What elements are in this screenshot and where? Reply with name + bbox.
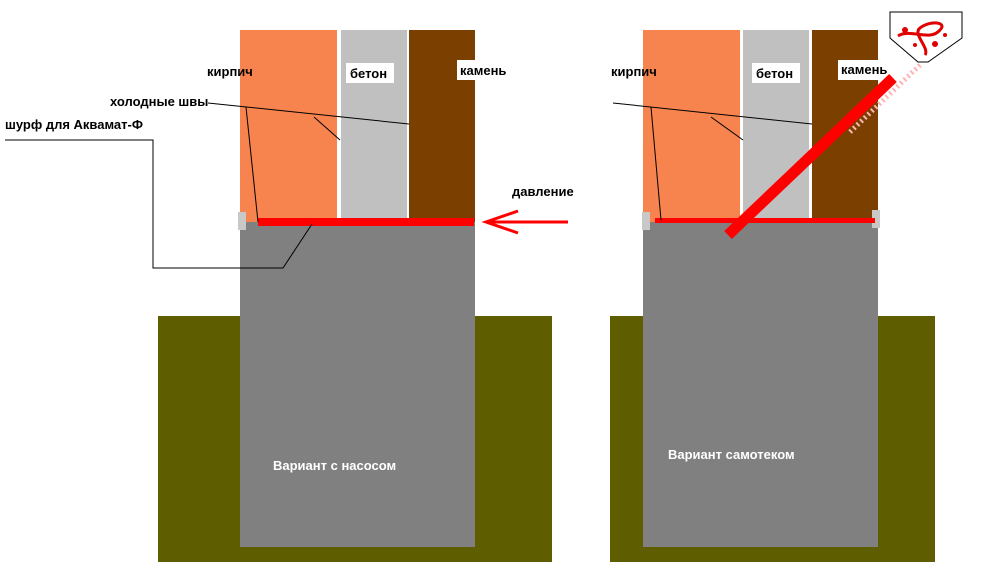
right-label-bg-concrete [752, 63, 800, 83]
right-injection-line [655, 218, 875, 223]
left-stone-layer [409, 30, 475, 222]
left-cold-seam-leader [207, 102, 410, 125]
left-concrete-layer [341, 30, 407, 222]
left-foundation-edge [238, 212, 246, 230]
left-label-bg-stone [457, 60, 519, 80]
funnel-icon [889, 11, 963, 63]
left-injection-line [258, 218, 474, 226]
right-cold-seam-leader [612, 102, 813, 125]
right-variant: кирпич бетон камень Вариант самотеком [610, 11, 963, 562]
right-brick-label: кирпич [611, 64, 657, 79]
left-brick-label: кирпич [207, 64, 253, 79]
right-cold-seam-leader-3 [710, 116, 744, 141]
right-foundation-edge-right [872, 210, 880, 228]
left-cold-seams-label: холодные швы [110, 94, 208, 109]
pressure-arrow-icon [481, 209, 568, 235]
left-variant: кирпич бетон камень холодные швы шурф дл… [5, 30, 574, 562]
left-foundation [240, 222, 475, 547]
right-label-bg-stone [838, 60, 888, 80]
right-stone-label: камень [841, 62, 887, 77]
feed-tube-speckle [848, 63, 922, 134]
right-foundation-edge-left [642, 212, 650, 230]
left-stone-label: камень [460, 63, 506, 78]
right-foundation [643, 222, 878, 547]
right-cold-seam-leader-2 [650, 106, 662, 221]
left-cold-seam-leader-3 [313, 116, 341, 141]
right-brick-layer [643, 30, 740, 222]
left-brick-layer [240, 30, 337, 222]
right-caption: Вариант самотеком [668, 447, 795, 462]
left-cold-seam-leader-2 [245, 106, 259, 223]
left-caption: Вариант с насосом [273, 458, 396, 473]
left-label-bg-concrete [346, 63, 394, 83]
left-pit-leader [5, 139, 313, 269]
left-pit-label: шурф для Аквамат-Ф [5, 117, 143, 132]
feed-tube [724, 74, 897, 239]
right-concrete-label: бетон [756, 66, 793, 81]
left-pressure-label: давление [512, 184, 574, 199]
left-concrete-label: бетон [350, 66, 387, 81]
